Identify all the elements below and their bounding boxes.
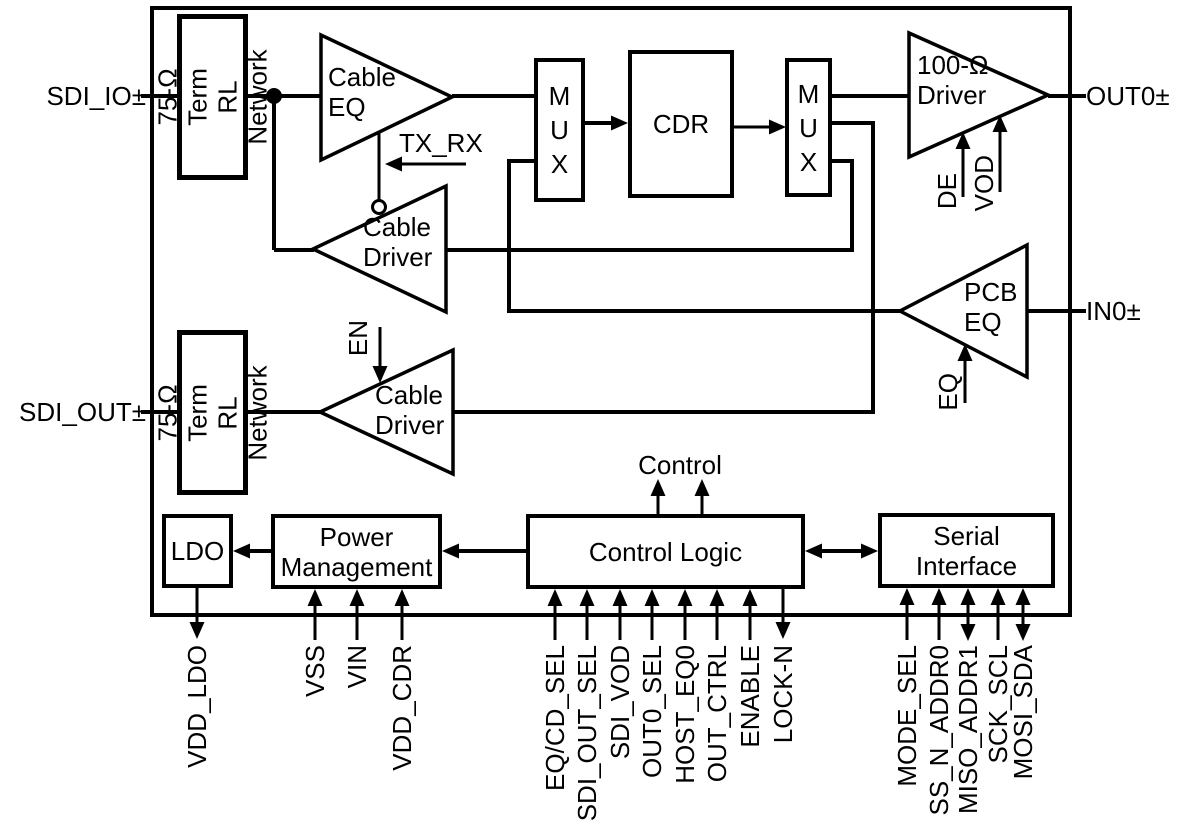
arrow-cl-pm — [442, 543, 459, 559]
control-bus-label: Control — [638, 450, 722, 480]
signal-wires — [141, 94, 1086, 553]
block-mux-right: MUX — [785, 58, 832, 197]
pin-label-miso-addr1: MISO_ADDR1 — [953, 645, 983, 815]
wire-pcbeq-to-mux1 — [507, 159, 900, 313]
junction-dot — [266, 88, 282, 104]
block-control-logic: Control Logic — [526, 514, 805, 589]
en-label: EN — [343, 320, 373, 357]
wire-mux2-to-driver2 — [453, 121, 875, 414]
cable-driver-bottom-symbol — [315, 347, 455, 477]
arrow-cl-si-right — [861, 543, 878, 559]
pin-label-out0: OUT0± — [1086, 81, 1170, 111]
term-top-label: 75-Ω Term RL Network — [152, 49, 273, 145]
pin-label-enable: ENABLE — [735, 645, 765, 748]
mux-right-label: MUX — [797, 78, 820, 177]
arrow-host-eq0 — [677, 589, 693, 606]
pin-label-in0: IN0± — [1086, 296, 1141, 326]
pin-label-out-ctrl: OUT_CTRL — [702, 645, 732, 783]
arrow-vdd-cdr — [394, 589, 410, 606]
arrow-out-ctrl — [709, 589, 725, 606]
arrow-eqcd-sel — [547, 589, 563, 606]
arrow-ssn-addr0 — [931, 588, 947, 605]
arrow-pm-ldo — [233, 543, 250, 559]
arrow-sdi-vod — [612, 589, 628, 606]
pcb-eq-label: PCB EQ — [964, 277, 1018, 337]
arrowheads — [189, 115, 1031, 641]
arrow-mosi-sda-down — [1015, 624, 1031, 641]
de-label: DE — [932, 173, 962, 210]
power-management-label: Power Management — [280, 521, 433, 582]
pin-label-sdi-io: SDI_IO± — [46, 81, 146, 111]
pin-label-lock-n: LOCK-N — [768, 645, 798, 744]
arrow-enable — [742, 589, 758, 606]
pin-label-eqcd-sel: EQ/CD_SEL — [540, 645, 570, 791]
block-ldo: LDO — [162, 514, 233, 588]
ldo-label: LDO — [170, 536, 225, 566]
arrow-vss — [307, 589, 323, 606]
term-bottom-label: 75-Ω Term RL Network — [152, 364, 273, 461]
pin-label-host-eq0: HOST_EQ0 — [670, 645, 700, 784]
arrow-cl-si-left — [805, 543, 822, 559]
pin-label-out0-sel: OUT0_SEL — [637, 645, 667, 778]
pin-label-vdd-cdr: VDD_CDR — [387, 645, 417, 771]
pin-label-mosi-sda: MOSI_SDA — [1008, 645, 1038, 780]
block-cdr: CDR — [628, 50, 734, 198]
block-mux-left: MUX — [534, 58, 585, 202]
arrow-lock-n — [775, 622, 791, 639]
arrow-mux1-cdr — [611, 115, 628, 131]
arrow-vin — [349, 589, 365, 606]
eq-label: EQ — [933, 373, 963, 411]
arrow-miso-addr1-down — [960, 624, 976, 641]
cable-driver-top-label: Cable Driver — [363, 212, 433, 272]
block-power-management: Power Management — [271, 514, 442, 589]
serial-interface-label: Serial Interface — [915, 520, 1018, 581]
wire-mux2-to-driver1 — [446, 159, 854, 252]
arrow-out0-sel — [644, 589, 660, 606]
inverter-bubble — [371, 199, 387, 215]
arrow-cdr-mux2 — [769, 119, 786, 135]
cable-driver-top-symbol — [308, 183, 448, 315]
arrow-mosi-sda-up — [1015, 588, 1031, 605]
pcb-eq-symbol — [896, 242, 1029, 380]
output-driver-symbol — [907, 30, 1053, 160]
output-driver-label: 100-Ω Driver — [917, 50, 989, 110]
pin-label-vdd-ldo: VDD_LDO — [182, 645, 212, 768]
pin-label-sdi-out: SDI_OUT± — [19, 397, 146, 427]
arrow-vod — [992, 115, 1008, 132]
block-term-network-bottom: 75-Ω Term RL Network — [153, 330, 273, 495]
cable-eq-amp-symbol — [319, 32, 457, 163]
arrow-mode-sel — [899, 588, 915, 605]
pin-label-vss: VSS — [300, 645, 330, 698]
pin-label-ssn-addr0: SS_N_ADDR0 — [924, 645, 954, 816]
arrow-sdi-out-sel — [579, 589, 595, 606]
arrow-de — [955, 132, 971, 149]
cable-eq-label: Cable EQ — [328, 62, 396, 122]
arrow-txrx — [385, 156, 402, 172]
mux-left-label: MUX — [548, 81, 571, 179]
block-term-network-top: 75-Ω Term RL Network — [153, 14, 273, 180]
arrow-miso-addr1-up — [960, 588, 976, 605]
pin-label-sdi-out-sel: SDI_OUT_SEL — [572, 645, 602, 822]
pin-label-vin: VIN — [342, 645, 372, 689]
pin-label-sdi-vod: SDI_VOD — [605, 645, 635, 760]
arrow-en — [372, 366, 388, 383]
control-logic-label: Control Logic — [588, 536, 743, 567]
block-serial-interface: Serial Interface — [878, 513, 1055, 588]
arrow-control-2 — [694, 479, 710, 496]
cdr-label: CDR — [652, 109, 710, 139]
txrx-label: TX_RX — [399, 128, 483, 158]
arrow-sck-scl — [990, 588, 1006, 605]
arrow-vdd-ldo — [189, 622, 205, 639]
cable-driver-bottom-label: Cable Driver — [375, 380, 445, 440]
vod-label: VOD — [969, 155, 999, 212]
pin-label-mode-sel: MODE_SEL — [892, 645, 922, 787]
arrow-eq — [957, 344, 973, 361]
arrow-control-1 — [650, 479, 666, 496]
